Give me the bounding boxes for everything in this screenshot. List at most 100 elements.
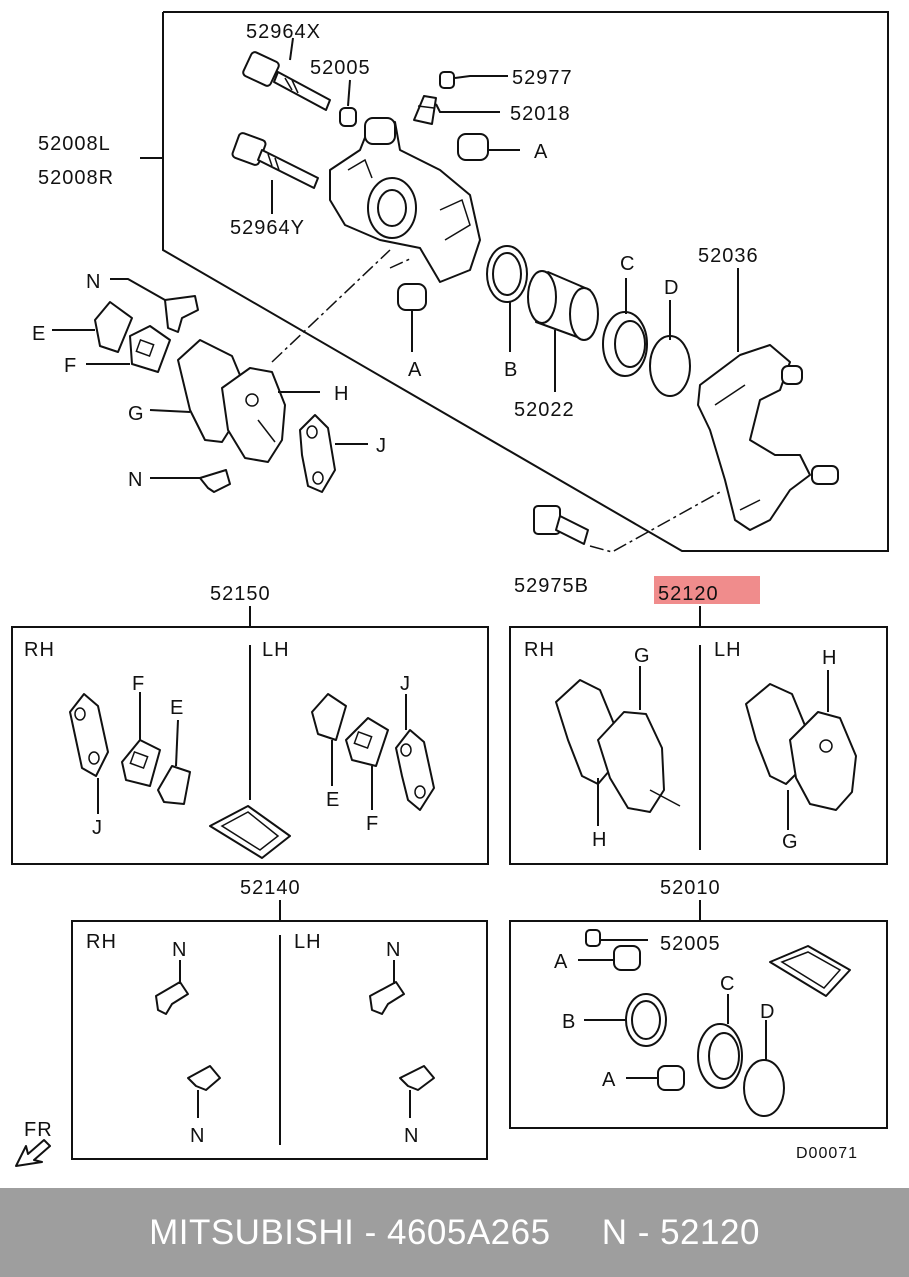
direction-label: FR [24,1119,53,1141]
plate-f[interactable] [129,325,171,373]
shim-j-rh[interactable] [69,693,109,777]
label-52022: 52022 [514,399,575,421]
label-h: H [334,383,349,405]
bleeder-screw-52018[interactable] [413,95,437,125]
label-f-lh: F [366,813,379,835]
boot-a-kit-1[interactable] [613,945,641,971]
pad-h[interactable] [221,367,286,463]
caliper-frame [162,11,889,552]
kit-52140-rh: RH [86,931,117,953]
piston-52022[interactable] [527,270,599,341]
kit-52120-number: 52120 [658,583,719,605]
label-b: B [504,359,518,381]
boot-c-kit[interactable] [697,1023,743,1089]
piston-seal-b[interactable] [486,245,528,303]
label-n-top: N [86,271,101,293]
pad-g-lh[interactable] [789,711,857,811]
label-g-lh: G [782,831,799,853]
grease-packet-rh[interactable] [209,805,291,859]
label-j-lh: J [400,673,411,695]
caliper-assembly-section: 52964X 52005 52977 52018 52008L 52008R A… [32,11,889,597]
kit-52010-number: 52010 [660,877,721,899]
plate-f-lh[interactable] [345,717,389,767]
label-52036: 52036 [698,245,759,267]
pad-g-rh[interactable] [597,711,681,813]
bracket-52036[interactable] [697,344,839,531]
caliper-body[interactable] [329,117,481,283]
drawing-code: D00071 [796,1145,858,1162]
kit-52140-box [71,920,488,1160]
label-h-lh: H [822,647,837,669]
clip-n-bottom[interactable] [199,469,231,493]
parts-diagram: 52964X 52005 52977 52018 52008L 52008R A… [11,11,889,1167]
label-n-4: N [404,1125,419,1147]
footer-title: MITSUBISHI - 4605A265 N - 52120 [149,1212,760,1252]
label-52964y: 52964Y [230,217,305,239]
label-a-kit-2: A [602,1069,616,1091]
footer-banner: MITSUBISHI - 4605A265 N - 52120 [0,1188,909,1277]
clip-n-top[interactable] [164,295,199,333]
label-52005: 52005 [310,57,371,79]
label-52008l: 52008L [38,133,111,155]
label-52975b: 52975B [514,575,589,597]
label-e-lh: E [326,789,340,811]
label-52018: 52018 [510,103,571,125]
label-j: J [376,435,387,457]
label-a-kit-1: A [554,951,568,973]
clip-n-4[interactable] [399,1065,435,1091]
kit-52150-number: 52150 [210,583,271,605]
seal-b-kit[interactable] [625,993,667,1047]
label-d-kit: D [760,1001,775,1023]
clip-n-1[interactable] [155,981,189,1015]
clip-n-2[interactable] [187,1065,221,1091]
label-e-rh: E [170,697,184,719]
boot-a-top[interactable] [457,133,489,161]
boot-a-kit-2[interactable] [657,1065,685,1091]
label-52964x: 52964X [246,21,321,43]
label-f-rh: F [132,673,145,695]
clip-n-3[interactable] [369,981,405,1015]
plate-e-lh[interactable] [311,693,347,741]
label-52005-kit: 52005 [660,933,721,955]
label-d: D [664,277,679,299]
label-h-rh: H [592,829,607,851]
label-n-3: N [386,939,401,961]
label-c: C [620,253,635,275]
shim-j-lh[interactable] [395,729,435,811]
ring-d[interactable] [649,335,691,397]
cap-52005[interactable] [339,107,357,127]
ring-d-kit[interactable] [743,1059,785,1117]
kit-52140-number: 52140 [240,877,301,899]
kit-52120-lh: LH [714,639,742,661]
kit-52150-lh: LH [262,639,290,661]
piston-boot-c[interactable] [602,311,648,377]
kit-52150-box [11,626,489,865]
label-c-kit: C [720,973,735,995]
plate-e-rh[interactable] [157,765,191,805]
bolt-52964x[interactable] [242,51,331,111]
label-g: G [128,403,145,425]
label-n-bottom: N [128,469,143,491]
kit-52120-box [509,626,888,865]
label-a-top: A [534,141,548,163]
grease-packet-kit[interactable] [769,945,851,997]
shim-j[interactable] [299,414,336,493]
bolt-52964y[interactable] [231,132,319,189]
boot-a-middle[interactable] [397,283,427,311]
label-52008r: 52008R [38,167,114,189]
kit-52150-rh: RH [24,639,55,661]
bleeder-cap-52977[interactable] [439,71,455,89]
plate-e[interactable] [94,301,133,353]
kit-52150: 52150 RH LH [11,583,489,865]
kit-52120: 52120 RH LH G H H G [509,576,888,865]
kit-52140: 52140 RH LH N N N N [71,877,488,1160]
bracket-bolt-52975b[interactable] [533,505,589,545]
label-j-rh: J [92,817,103,839]
label-g-rh: G [634,645,651,667]
cap-52005-kit[interactable] [585,929,601,947]
label-n-2: N [190,1125,205,1147]
arrow-front-icon [15,1139,51,1167]
plate-f-rh[interactable] [121,739,161,787]
label-e: E [32,323,46,345]
kit-52010: 52010 52005 A B C D A [509,877,888,1129]
